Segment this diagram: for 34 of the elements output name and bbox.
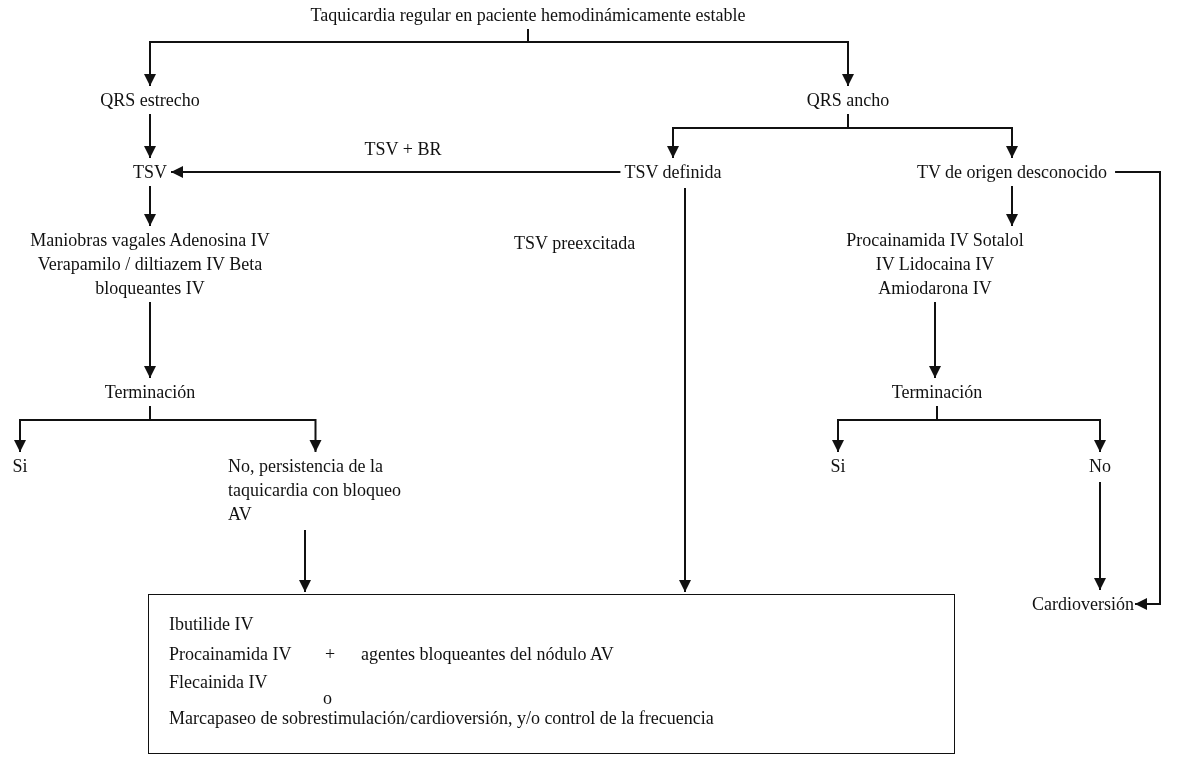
- arrow: [1006, 185, 1018, 227]
- flow-label: Si: [830, 454, 846, 478]
- flow-label: No, persistencia de la taquicardia con bloqueo AV: [228, 454, 403, 526]
- flow-label: TV de origen desconocido: [916, 160, 1108, 184]
- flow-label: QRS ancho: [806, 88, 890, 112]
- flow-label: TSV definida: [624, 160, 722, 184]
- treatment-box: [148, 594, 955, 754]
- arrow: [299, 529, 311, 593]
- drug-text: Ibutilide IV: [169, 613, 254, 635]
- flow-label: Taquicardia regular en paciente hemodinámicamente estable: [310, 3, 746, 27]
- arrow: [929, 301, 941, 379]
- arrow: [1114, 171, 1161, 610]
- treatment-text: Marcapaseo de sobrestimulación/cardioversión, y/o control de la frecuencia: [169, 707, 714, 729]
- arrow: [1094, 481, 1106, 591]
- or-text: o: [323, 687, 332, 709]
- plus-sign: +: [325, 643, 336, 665]
- flow-label: Cardioversión: [1032, 592, 1134, 616]
- flow-label: Si: [12, 454, 28, 478]
- arrow: [170, 166, 622, 178]
- drug-text: Procainamida IV: [169, 643, 292, 665]
- drug-text: Flecainida IV: [169, 671, 268, 693]
- drug-text: agentes bloqueantes del nódulo AV: [361, 643, 614, 665]
- flow-label: Procainamida IV Sotalol IV Lidocaina IV Amiodarona IV: [835, 228, 1035, 300]
- flow-label: Maniobras vagales Adenosina IV Verapamilo / diltiazem IV Beta bloqueantes IV: [20, 228, 280, 300]
- arrow: [144, 301, 156, 379]
- flow-label: No: [1089, 454, 1111, 478]
- flow-label: QRS estrecho: [100, 88, 200, 112]
- arrow: [144, 185, 156, 227]
- arrow: [679, 187, 691, 593]
- flow-label: TSV: [133, 160, 167, 184]
- arrow: [527, 28, 854, 87]
- flow-label: Terminación: [104, 380, 196, 404]
- arrow: [144, 113, 156, 159]
- flow-label: Terminación: [891, 380, 983, 404]
